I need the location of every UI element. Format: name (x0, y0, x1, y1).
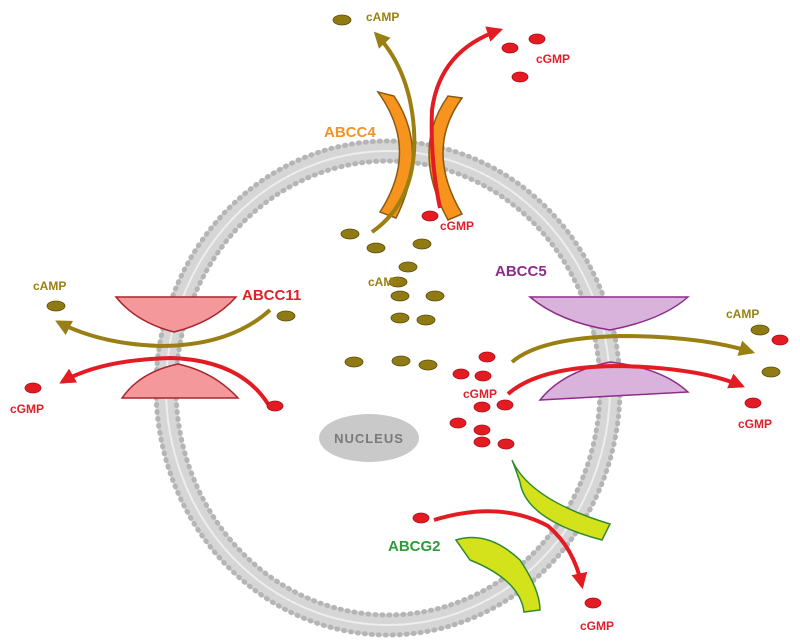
abcc11-label: ABCC11 (242, 287, 301, 304)
camp-molecule (46, 300, 66, 312)
cgmp-molecule (744, 397, 762, 409)
abcg2-cgmp-arrow (433, 509, 588, 590)
camp-molecule (412, 238, 432, 250)
cgmp-molecule (266, 400, 284, 412)
camp-molecule (388, 276, 408, 288)
cgmp-molecule (452, 368, 470, 380)
abcc11-transporter (114, 296, 240, 399)
camp-molecules (46, 14, 781, 378)
abcc4-label: ABCC4 (324, 124, 376, 141)
abcg2-label: ABCG2 (388, 538, 441, 555)
camp-molecule (425, 290, 445, 302)
camp-molecule (340, 228, 360, 240)
cgmp-label: cGMP (536, 52, 570, 66)
abcc11-camp-arrow (55, 308, 272, 349)
camp-molecule (391, 355, 411, 367)
cgmp-molecule (473, 436, 491, 448)
cgmp-label: cGMP (10, 402, 44, 416)
cgmp-molecule (501, 42, 519, 54)
abcc5-camp-arrow (510, 333, 756, 364)
camp-label: cAMP (726, 307, 759, 321)
cgmp-molecules (24, 33, 789, 609)
cgmp-molecule (24, 382, 42, 394)
camp-molecule (416, 314, 436, 326)
cgmp-molecule (497, 438, 515, 450)
camp-label: cAMP (366, 10, 399, 24)
abcc5-transporter (527, 296, 690, 401)
camp-molecule (761, 366, 781, 378)
cgmp-molecule (449, 417, 467, 429)
cgmp-molecule (474, 370, 492, 382)
abcc4-camp-arrow (370, 31, 417, 234)
abcc4-cgmp-arrow (429, 26, 504, 209)
cgmp-molecule (478, 351, 496, 363)
camp-molecule (418, 359, 438, 371)
cgmp-molecule (771, 334, 789, 346)
camp-molecule (398, 261, 418, 273)
nucleus: NUCLEUS (319, 414, 419, 462)
abcc5-cgmp-arrow (506, 363, 745, 396)
cgmp-label: cGMP (463, 387, 497, 401)
camp-molecule (390, 312, 410, 324)
cgmp-label: cGMP (738, 417, 772, 431)
cgmp-molecule (511, 71, 529, 83)
cgmp-molecule (584, 597, 602, 609)
abcc11-cgmp-arrow (59, 355, 270, 406)
camp-molecule (344, 356, 364, 368)
cgmp-label: cGMP (440, 219, 474, 233)
cgmp-molecule (496, 399, 514, 411)
cgmp-molecule (412, 512, 430, 524)
cgmp-molecule (421, 210, 439, 222)
cgmp-molecule (473, 401, 491, 413)
camp-molecule (332, 14, 352, 26)
camp-label: cAMP (33, 279, 66, 293)
cgmp-molecule (528, 33, 546, 45)
cgmp-label: cGMP (580, 619, 614, 633)
cgmp-molecule (473, 424, 491, 436)
nucleus-label: NUCLEUS (334, 431, 404, 446)
camp-molecule (276, 310, 296, 322)
camp-label: cAMP (368, 275, 401, 289)
camp-molecule (366, 242, 386, 254)
camp-molecule (750, 324, 770, 336)
camp-molecule (390, 290, 410, 302)
abcg2-transporter (454, 459, 612, 613)
abcc5-label: ABCC5 (495, 263, 547, 280)
